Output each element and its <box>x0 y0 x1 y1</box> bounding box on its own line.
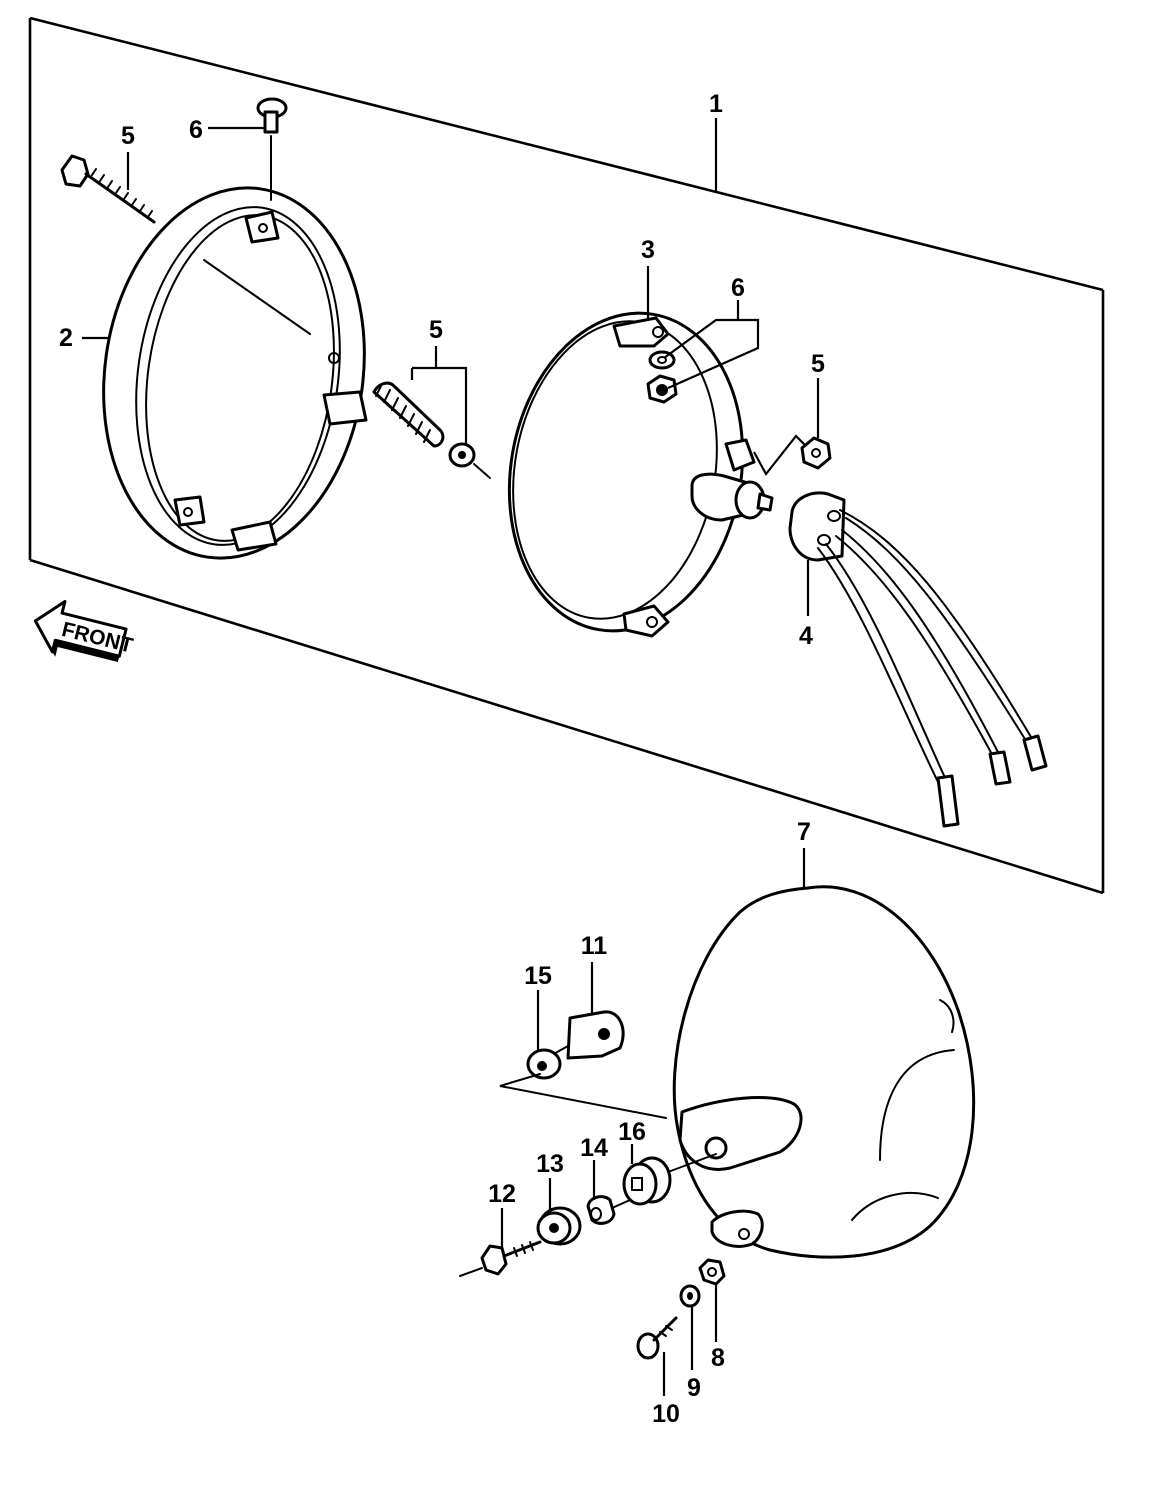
adjusting-nut <box>800 436 832 470</box>
mounting-grommet <box>622 1153 717 1206</box>
mounting-bracket <box>549 1010 625 1060</box>
callout-6-right: 6 <box>731 274 745 302</box>
headlight-rim <box>102 186 368 560</box>
callout-5-screw: 5 <box>121 122 135 150</box>
callout-9: 9 <box>687 1374 701 1402</box>
spacer-collar <box>586 1195 631 1225</box>
callout-13: 13 <box>536 1150 564 1178</box>
headlight-shell <box>672 885 976 1259</box>
front-arrow: FRONT <box>33 599 135 663</box>
callout-5-nut: 5 <box>811 350 825 378</box>
mounting-bolt <box>459 1240 542 1277</box>
callout-1: 1 <box>709 90 723 118</box>
shell-nut <box>698 1258 726 1286</box>
callout-5-spring: 5 <box>429 316 443 344</box>
callout-6-top: 6 <box>189 116 203 144</box>
callout-7: 7 <box>797 818 811 846</box>
callout-numbers: 1 2 3 4 5 5 5 6 6 7 8 9 10 11 12 13 14 1… <box>59 90 825 1428</box>
callout-8: 8 <box>711 1344 725 1372</box>
callout-12: 12 <box>488 1180 516 1208</box>
callout-16: 16 <box>618 1118 646 1146</box>
assembly-frame <box>28 16 1105 895</box>
headlight-socket <box>788 491 1048 828</box>
rubber-damper <box>536 1206 582 1246</box>
callout-10: 10 <box>652 1400 680 1428</box>
headlight-housing <box>507 311 774 638</box>
shell-washer <box>679 1284 701 1308</box>
callout-2: 2 <box>59 324 73 352</box>
callout-14: 14 <box>580 1134 608 1162</box>
callout-11: 11 <box>581 932 608 960</box>
callout-4: 4 <box>799 622 813 650</box>
small-screw-top <box>256 97 288 201</box>
adjusting-spring <box>372 381 491 479</box>
callout-3: 3 <box>641 236 655 264</box>
shell-screw <box>636 1316 678 1360</box>
leader-lines <box>82 118 820 1396</box>
mounting-collar <box>499 1048 667 1119</box>
callout-15: 15 <box>524 962 552 990</box>
adjusting-screw <box>60 154 311 335</box>
